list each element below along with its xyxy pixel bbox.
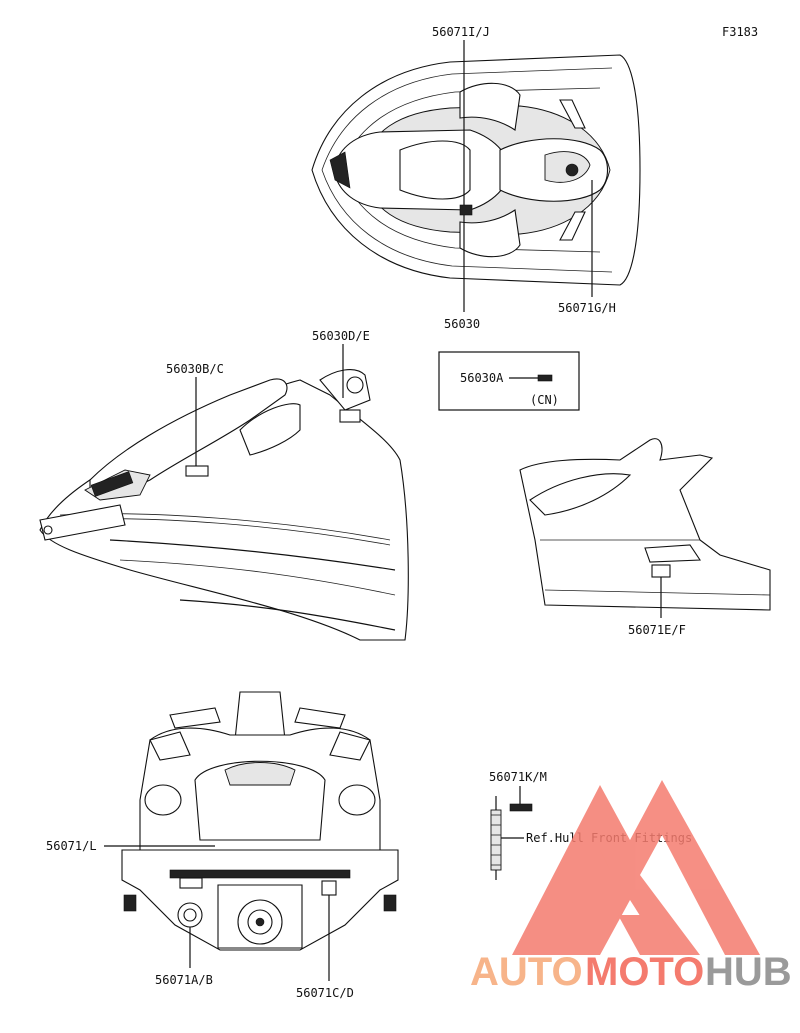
hull-fitting-spring — [490, 796, 502, 880]
logo-text-hub: HUB — [705, 950, 792, 994]
figure-code: F3183 — [722, 25, 758, 39]
callout-rear-ef: 56071E/F — [628, 623, 686, 637]
cn-label-part — [537, 374, 553, 382]
rear-side-illustration — [519, 438, 771, 611]
callout-top-ij: 56071I/J — [432, 25, 490, 39]
logo-text-auto: AUTO — [470, 950, 583, 994]
callout-back-cd: 56071C/D — [296, 986, 354, 1000]
callout-box-cn: (CN) — [530, 393, 559, 407]
callout-top-center: 56030 — [444, 317, 480, 331]
callout-back-ab: 56071A/B — [155, 973, 213, 987]
logo-text-moto: MOTO — [585, 950, 704, 994]
side-view-illustration — [39, 369, 409, 641]
automotohub-logo — [512, 780, 760, 955]
top-view-illustration — [311, 54, 641, 286]
callout-box-a: 56030A — [460, 371, 504, 385]
cn-box-frame — [438, 351, 580, 411]
callout-km: 56071K/M — [489, 770, 547, 784]
callout-top-gh: 56071G/H — [558, 301, 616, 315]
callout-back-l: 56071/L — [46, 839, 97, 853]
back-view-illustration — [121, 691, 399, 951]
callout-side-de: 56030D/E — [312, 329, 370, 343]
callout-side-bc: 56030B/C — [166, 362, 224, 376]
km-label-part — [509, 803, 533, 812]
